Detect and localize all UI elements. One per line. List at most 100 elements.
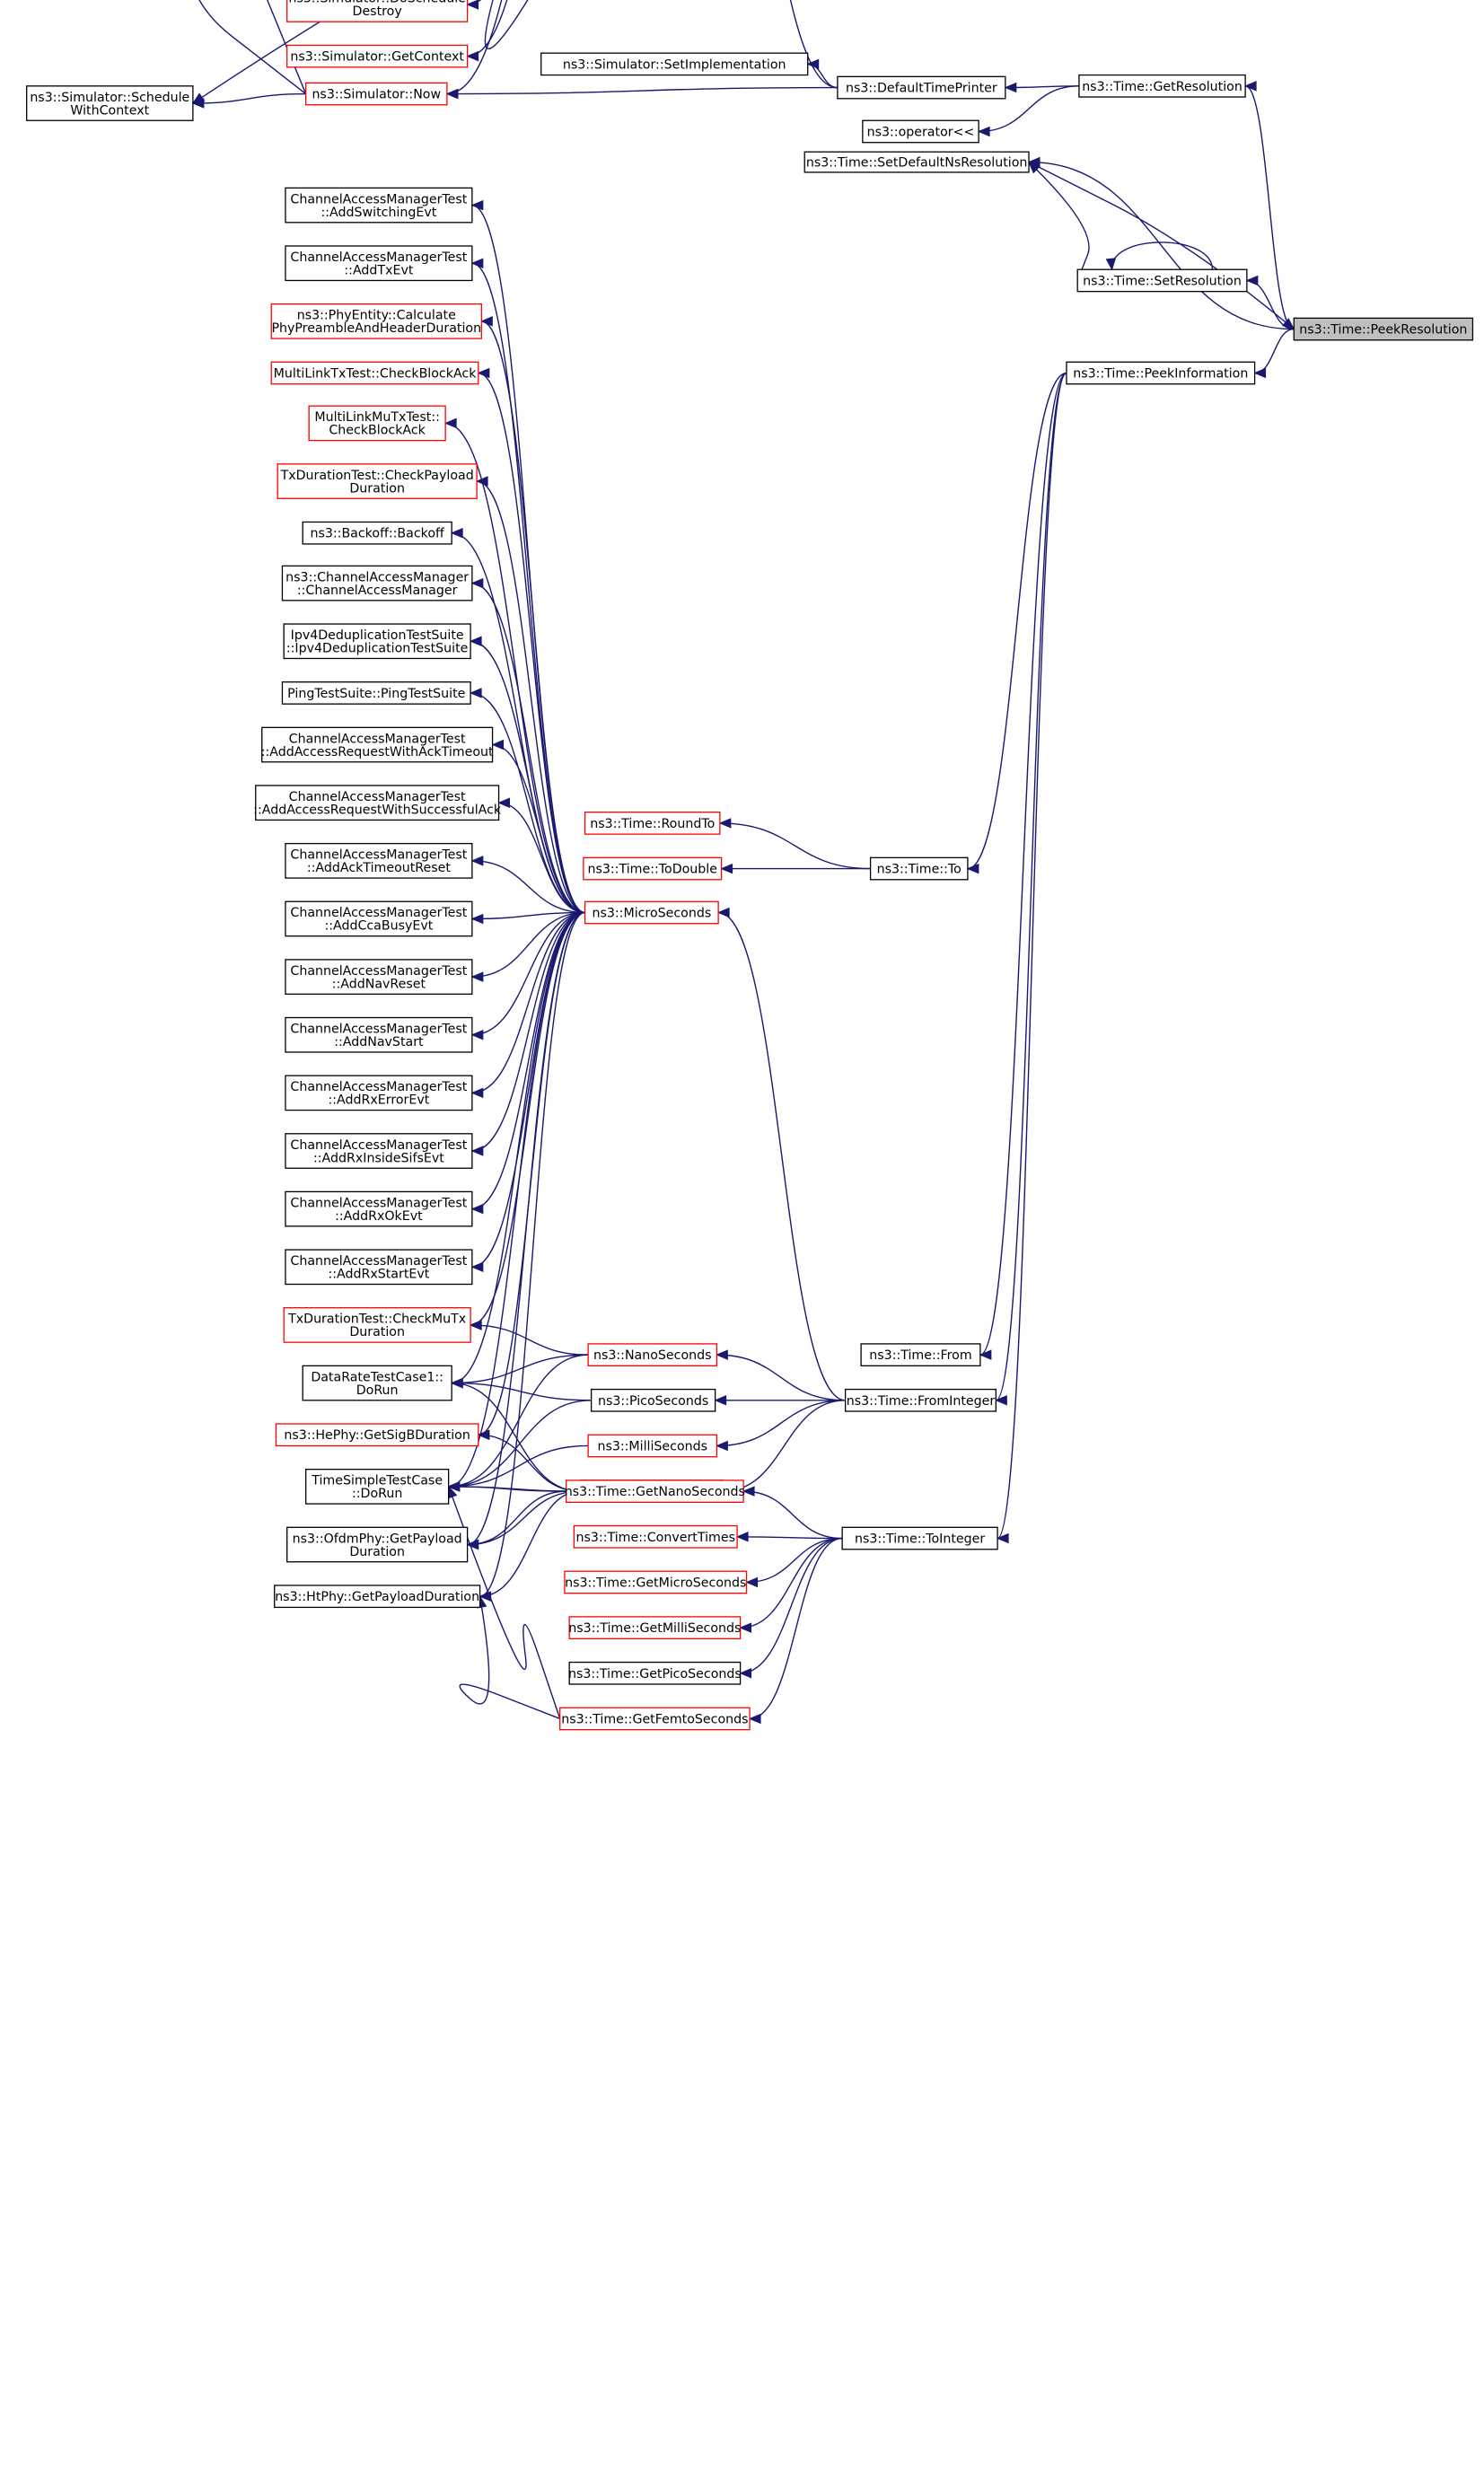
node-camt-add-switching-evt[interactable]: ChannelAccessManagerTest::AddSwitchingEv…	[285, 187, 473, 224]
node-box[interactable]	[587, 1434, 718, 1458]
node-box[interactable]	[590, 1388, 716, 1412]
node-data-rate-do-run[interactable]: DataRateTestCase1::DoRun	[302, 1365, 452, 1401]
node-box[interactable]	[285, 187, 473, 224]
node-box[interactable]	[584, 812, 721, 835]
node-box[interactable]	[286, 44, 469, 68]
node-box[interactable]	[285, 1016, 473, 1053]
node-ipv4-dedup[interactable]: Ipv4DeduplicationTestSuite::Ipv4Deduplic…	[283, 623, 471, 660]
node-box[interactable]	[564, 1570, 748, 1594]
node-box[interactable]	[869, 856, 969, 881]
node-sim-do-schedule-destroy[interactable]: ns3::Simulator::DoScheduleDestroy	[286, 0, 469, 22]
node-box[interactable]	[270, 303, 482, 339]
node-nano-seconds[interactable]: ns3::NanoSeconds	[587, 1343, 718, 1367]
node-box[interactable]	[1293, 317, 1474, 341]
node-box[interactable]	[583, 856, 723, 881]
node-set-resolution[interactable]: ns3::Time::SetResolution	[1076, 268, 1248, 293]
node-convert-times[interactable]: ns3::Time::ConvertTimes	[573, 1524, 738, 1549]
node-box[interactable]	[285, 900, 473, 937]
node-box[interactable]	[584, 900, 719, 925]
node-operator-ll[interactable]: ns3::operator<<	[862, 119, 979, 144]
node-box[interactable]	[285, 842, 473, 879]
node-sim-now[interactable]: ns3::Simulator::Now	[305, 82, 448, 106]
node-peek-information[interactable]: ns3::Time::PeekInformation	[1066, 361, 1256, 385]
node-box[interactable]	[566, 1479, 744, 1504]
node-box[interactable]	[305, 1469, 450, 1505]
node-box[interactable]	[837, 75, 1006, 100]
node-box[interactable]	[274, 1585, 481, 1609]
node-camt-successful-ack[interactable]: ChannelAccessManagerTest::AddAccessReque…	[253, 785, 502, 821]
node-box[interactable]	[587, 1343, 718, 1367]
node-time-from[interactable]: ns3::Time::From	[860, 1343, 981, 1367]
node-box[interactable]	[308, 405, 446, 442]
node-ping-test-suite[interactable]: PingTestSuite::PingTestSuite	[281, 681, 471, 705]
node-pico-seconds[interactable]: ns3::PicoSeconds	[590, 1388, 716, 1412]
node-get-micro-seconds[interactable]: ns3::Time::GetMicroSeconds	[564, 1570, 748, 1594]
node-get-femto-seconds[interactable]: ns3::Time::GetFemtoSeconds	[559, 1707, 751, 1731]
node-camt-ack-timeout-reset[interactable]: ChannelAccessManagerTest::AddAckTimeoutR…	[285, 842, 473, 879]
node-box[interactable]	[568, 1616, 742, 1639]
node-box[interactable]	[275, 1423, 479, 1447]
node-camt-nav-start[interactable]: ChannelAccessManagerTest::AddNavStart	[285, 1016, 473, 1053]
node-box[interactable]	[841, 1526, 998, 1550]
node-box[interactable]	[281, 565, 473, 601]
node-time-round-to[interactable]: ns3::Time::RoundTo	[584, 812, 721, 835]
node-box[interactable]	[559, 1707, 751, 1731]
node-default-time-printer[interactable]: ns3::DefaultTimePrinter	[837, 75, 1006, 100]
node-box[interactable]	[283, 1307, 471, 1343]
node-box[interactable]	[255, 785, 500, 821]
node-box[interactable]	[573, 1524, 738, 1549]
node-get-pico-seconds[interactable]: ns3::Time::GetPicoSeconds	[568, 1661, 742, 1685]
node-box[interactable]	[285, 1190, 473, 1227]
node-micro-seconds[interactable]: ns3::MicroSeconds	[584, 900, 719, 925]
node-multi-link-mu-tx-check[interactable]: MultiLinkMuTxTest::CheckBlockAck	[308, 405, 446, 442]
node-box[interactable]	[281, 681, 471, 705]
node-box[interactable]	[26, 85, 194, 121]
node-box[interactable]	[1066, 361, 1256, 385]
node-box[interactable]	[302, 521, 452, 545]
node-sim-get-context[interactable]: ns3::Simulator::GetContext	[286, 44, 469, 68]
node-time-to-double[interactable]: ns3::Time::ToDouble	[583, 856, 723, 881]
node-he-phy-sigb[interactable]: ns3::HePhy::GetSigBDuration	[275, 1423, 479, 1447]
node-get-nano-seconds[interactable]: ns3::Time::GetNanoSeconds	[565, 1479, 745, 1504]
node-box[interactable]	[285, 1133, 473, 1169]
node-milli-seconds[interactable]: ns3::MilliSeconds	[587, 1434, 718, 1458]
node-box[interactable]	[305, 82, 448, 106]
node-cam-cam[interactable]: ns3::ChannelAccessManager::ChannelAccess…	[281, 565, 473, 601]
node-box[interactable]	[285, 959, 473, 995]
node-box[interactable]	[568, 1661, 742, 1685]
node-camt-add-tx-evt[interactable]: ChannelAccessManagerTest::AddTxEvt	[285, 245, 473, 282]
node-camt-rx-error[interactable]: ChannelAccessManagerTest::AddRxErrorEvt	[285, 1075, 473, 1111]
node-box[interactable]	[270, 361, 479, 385]
node-time-to[interactable]: ns3::Time::To	[869, 856, 969, 881]
node-box[interactable]	[285, 1249, 473, 1286]
node-camt-rx-ok[interactable]: ChannelAccessManagerTest::AddRxOkEvt	[285, 1190, 473, 1227]
node-box[interactable]	[286, 1526, 469, 1563]
node-box[interactable]	[862, 119, 979, 144]
node-camt-cca-busy[interactable]: ChannelAccessManagerTest::AddCcaBusyEvt	[285, 900, 473, 937]
node-get-resolution[interactable]: ns3::Time::GetResolution	[1078, 74, 1246, 98]
node-box[interactable]	[302, 1365, 452, 1401]
node-box[interactable]	[803, 151, 1030, 173]
node-box[interactable]	[285, 245, 473, 282]
node-box[interactable]	[1078, 74, 1246, 98]
node-box[interactable]	[261, 726, 494, 763]
node-time-from-integer[interactable]: ns3::Time::FromInteger	[844, 1388, 997, 1412]
node-set-default-ns-resolution[interactable]: ns3::Time::SetDefaultNsResolution	[803, 151, 1030, 173]
node-box[interactable]	[283, 623, 471, 660]
node-multi-link-tx-check[interactable]: MultiLinkTxTest::CheckBlockAck	[270, 361, 479, 385]
node-backoff-backoff[interactable]: ns3::Backoff::Backoff	[302, 521, 452, 545]
node-time-to-integer[interactable]: ns3::Time::ToInteger	[841, 1526, 998, 1550]
node-peek-resolution[interactable]: ns3::Time::PeekResolution	[1293, 317, 1474, 341]
node-box[interactable]	[277, 463, 478, 499]
node-box[interactable]	[860, 1343, 981, 1367]
node-phy-entity-calc[interactable]: ns3::PhyEntity::CalculatePhyPreambleAndH…	[270, 303, 482, 339]
node-camt-rx-inside-sifs[interactable]: ChannelAccessManagerTest::AddRxInsideSif…	[285, 1133, 473, 1169]
node-camt-nav-reset[interactable]: ChannelAccessManagerTest::AddNavReset	[285, 959, 473, 995]
node-camt-rx-start[interactable]: ChannelAccessManagerTest::AddRxStartEvt	[285, 1249, 473, 1286]
node-box[interactable]	[286, 0, 469, 22]
node-box[interactable]	[844, 1388, 997, 1412]
node-camt-ack-timeout[interactable]: ChannelAccessManagerTest::AddAccessReque…	[261, 726, 494, 763]
